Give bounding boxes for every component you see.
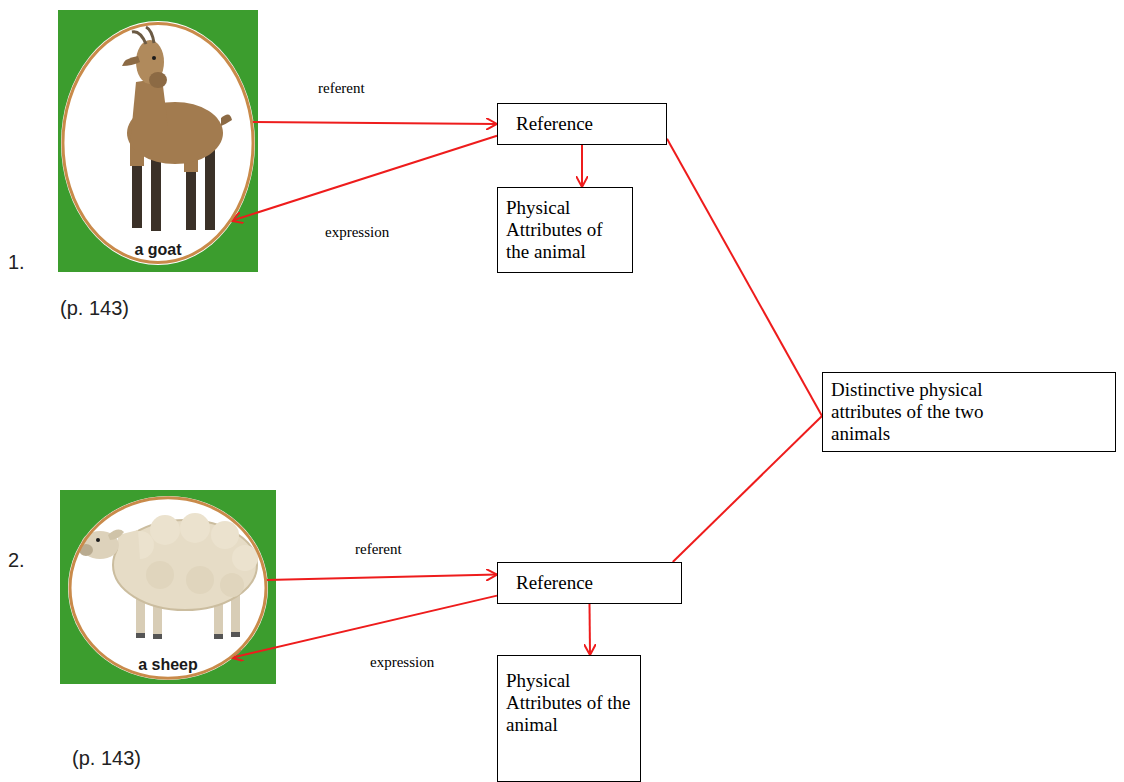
- concept-box: Reference: [497, 562, 682, 604]
- red-connector: [589, 604, 592, 655]
- concept-box: Reference: [497, 103, 667, 145]
- node-text: Distinctive physical attributes of the t…: [831, 379, 1021, 445]
- red-connector: [667, 139, 822, 416]
- circle-outline: [68, 496, 268, 680]
- white-disc: [61, 21, 255, 265]
- circle-outline: [70, 498, 266, 678]
- edge-label: expression: [370, 654, 434, 671]
- edge-label: referent: [355, 541, 402, 558]
- item-number: 2.: [8, 548, 25, 572]
- node-text: Physical Attributes of the animal: [506, 670, 632, 736]
- concept-box: Physical Attributes of the animal: [497, 187, 633, 273]
- white-disc: [68, 496, 268, 680]
- red-connector: [232, 136, 497, 221]
- node-text: a sheep: [138, 656, 198, 674]
- page-reference: (p. 143): [60, 296, 129, 320]
- node-text: Reference: [516, 113, 648, 135]
- green-panel: [58, 10, 258, 272]
- red-connector: [673, 416, 822, 562]
- edge-label: referent: [318, 80, 365, 97]
- item-number: 1.: [8, 250, 25, 274]
- circle-outline: [61, 21, 255, 265]
- node-text: a goat: [134, 241, 181, 259]
- concept-box: Physical Attributes of the animal: [497, 655, 641, 782]
- concept-box: Distinctive physical attributes of the t…: [822, 372, 1116, 452]
- goat-picture: [58, 10, 258, 272]
- circle-outline: [63, 23, 253, 262]
- picture-circle: a sheep: [68, 496, 268, 680]
- red-connector: [267, 575, 497, 580]
- node-text: Physical Attributes of the animal: [506, 197, 624, 263]
- page-reference: (p. 143): [72, 746, 141, 770]
- red-connector: [232, 596, 497, 658]
- red-connector: [581, 145, 583, 187]
- sheep-figure: [79, 513, 258, 639]
- goat-figure: [122, 27, 232, 231]
- node-text: Reference: [516, 572, 663, 594]
- edge-label: expression: [325, 224, 389, 241]
- red-connector: [253, 122, 497, 124]
- picture-circle: a goat: [61, 21, 255, 265]
